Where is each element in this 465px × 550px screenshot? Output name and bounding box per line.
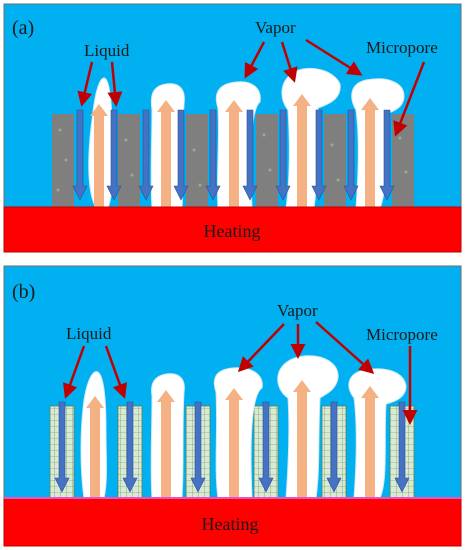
- panel-a: Heating (a) Liquid Vapor Micropore: [3, 3, 462, 253]
- panel-a-heating-label: Heating: [204, 221, 261, 241]
- panel-a-micropore-label: Micropore: [366, 38, 438, 57]
- vapor-arrow: [225, 100, 243, 208]
- liquid-arrow: [379, 109, 395, 201]
- liquid-arrow: [275, 109, 291, 201]
- panel-b-vapor-label: Vapor: [277, 301, 318, 320]
- panel-b-vapor-arrows: [86, 380, 379, 498]
- pillar: [256, 114, 278, 208]
- liquid-arrow: [205, 109, 221, 201]
- liquid-arrow: [72, 109, 88, 201]
- pillar: [118, 114, 140, 208]
- pillar: [52, 114, 74, 208]
- panel-b-liquid-arrows: [54, 401, 410, 493]
- callout-arrow: [77, 61, 94, 107]
- panel-a-heater: [3, 206, 462, 253]
- vapor-column: [277, 355, 339, 499]
- liquid-arrow: [138, 109, 154, 201]
- pillar: [324, 114, 346, 208]
- panel-a-callouts: [77, 38, 426, 137]
- panel-a-pillars: [52, 114, 414, 208]
- liquid-arrow: [54, 401, 70, 493]
- callout-arrow: [305, 38, 363, 76]
- panel-a-label: (a): [12, 17, 34, 39]
- vapor-arrow: [293, 94, 311, 208]
- panel-a-liquid-label: Liquid: [84, 41, 130, 60]
- liquid-arrow: [173, 109, 189, 201]
- vapor-arrow: [225, 388, 243, 498]
- callout-arrow: [237, 323, 285, 373]
- liquid-arrow: [326, 401, 342, 493]
- panel-b-callouts: [63, 321, 418, 425]
- panel-b-label: (b): [12, 281, 35, 303]
- pore-texture: [56, 128, 408, 192]
- pillar: [392, 114, 414, 208]
- liquid-arrow: [106, 109, 122, 201]
- vapor-arrow: [86, 396, 104, 498]
- callout-arrow: [244, 41, 266, 79]
- vapor-arrow: [157, 390, 175, 498]
- liquid-arrow: [122, 401, 138, 493]
- liquid-arrow: [343, 109, 359, 201]
- panel-a-vapor-label: Vapor: [255, 18, 296, 37]
- liquid-arrow: [242, 109, 258, 201]
- callout-arrow: [107, 61, 123, 107]
- panel-a-vapor-arrows: [90, 94, 379, 208]
- panel-b-micropore-label: Micropore: [366, 325, 438, 344]
- callout-arrow: [393, 61, 426, 137]
- vapor-column: [348, 368, 407, 499]
- panel-b-heating-label: Heating: [202, 514, 259, 534]
- vapor-arrow: [90, 104, 108, 208]
- callout-arrow: [315, 321, 375, 374]
- vapor-arrow: [157, 100, 175, 208]
- vapor-arrow: [361, 386, 379, 498]
- vapor-arrow: [293, 380, 311, 498]
- panel-b: Heating (b) Liquid Vapor Micropore: [3, 265, 462, 547]
- vapor-arrow: [361, 98, 379, 208]
- liquid-arrow: [311, 109, 327, 201]
- panel-b-liquid-label: Liquid: [66, 324, 112, 343]
- callout-arrow: [280, 41, 298, 83]
- pillar: [186, 114, 208, 208]
- callout-arrow: [104, 345, 127, 399]
- callout-arrow: [63, 345, 86, 399]
- liquid-arrow: [190, 401, 206, 493]
- panel-b-heater: [3, 497, 462, 547]
- panel-a-liquid-arrows: [72, 109, 395, 201]
- liquid-arrow: [258, 401, 274, 493]
